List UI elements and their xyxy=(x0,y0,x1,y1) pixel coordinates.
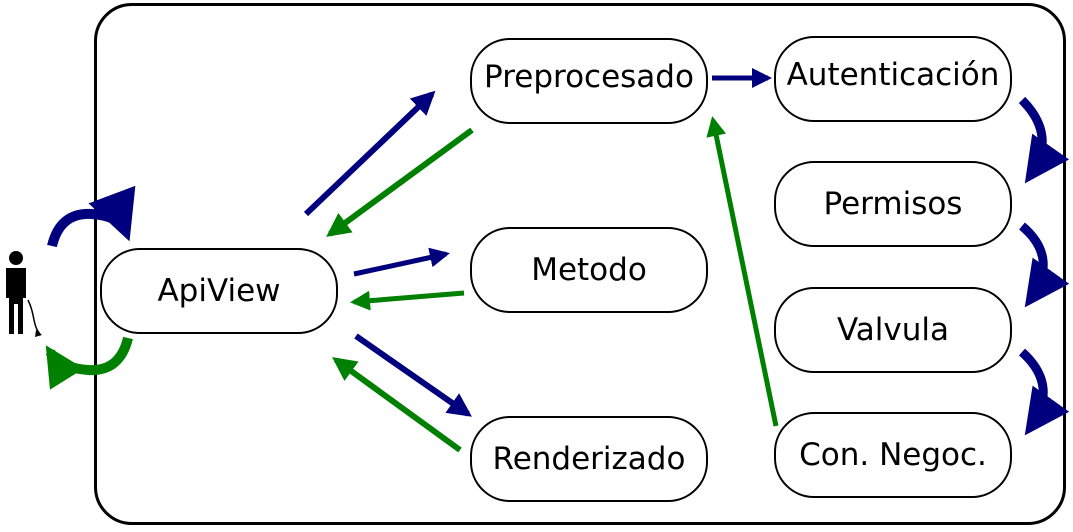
arrow-connegoc-to-preprocesado xyxy=(706,116,779,427)
user-icon xyxy=(6,251,42,337)
arrow-permisos-to-valvula xyxy=(1018,222,1070,308)
node-label: Permisos xyxy=(823,186,963,222)
node-label: Valvula xyxy=(836,312,949,348)
arrow-valvula-to-connegoc xyxy=(1018,348,1070,436)
node-autenticacion: Autenticación xyxy=(774,36,1012,122)
arrow-renderizado-to-apiview xyxy=(332,357,462,453)
cycle-arrow-icon xyxy=(45,336,133,390)
node-connegoc: Con. Negoc. xyxy=(774,412,1012,498)
arrow-apiview-to-renderizado xyxy=(354,333,472,417)
cycle-arrow-icon xyxy=(47,185,136,248)
node-preprocesado: Preprocesado xyxy=(470,38,708,124)
node-renderizado: Renderizado xyxy=(470,416,708,502)
arrow-metodo-to-apiview xyxy=(350,290,465,311)
node-label: ApiView xyxy=(157,273,281,309)
node-label: Metodo xyxy=(531,252,647,288)
arrow-apiview-to-metodo xyxy=(353,247,450,277)
node-permisos: Permisos xyxy=(774,161,1012,247)
node-label: Renderizado xyxy=(492,441,686,477)
node-label: Preprocesado xyxy=(484,59,694,95)
node-metodo: Metodo xyxy=(470,227,708,313)
node-label: Autenticación xyxy=(786,57,1000,93)
arrow-preprocesado-to-apiview xyxy=(326,127,474,237)
node-valvula: Valvula xyxy=(774,287,1012,373)
node-label: Con. Negoc. xyxy=(799,437,987,473)
arrow-autenticacion-to-permisos xyxy=(1018,96,1070,184)
arrow-apiview-to-preprocesado xyxy=(303,90,436,217)
node-apiview: ApiView xyxy=(100,248,338,334)
